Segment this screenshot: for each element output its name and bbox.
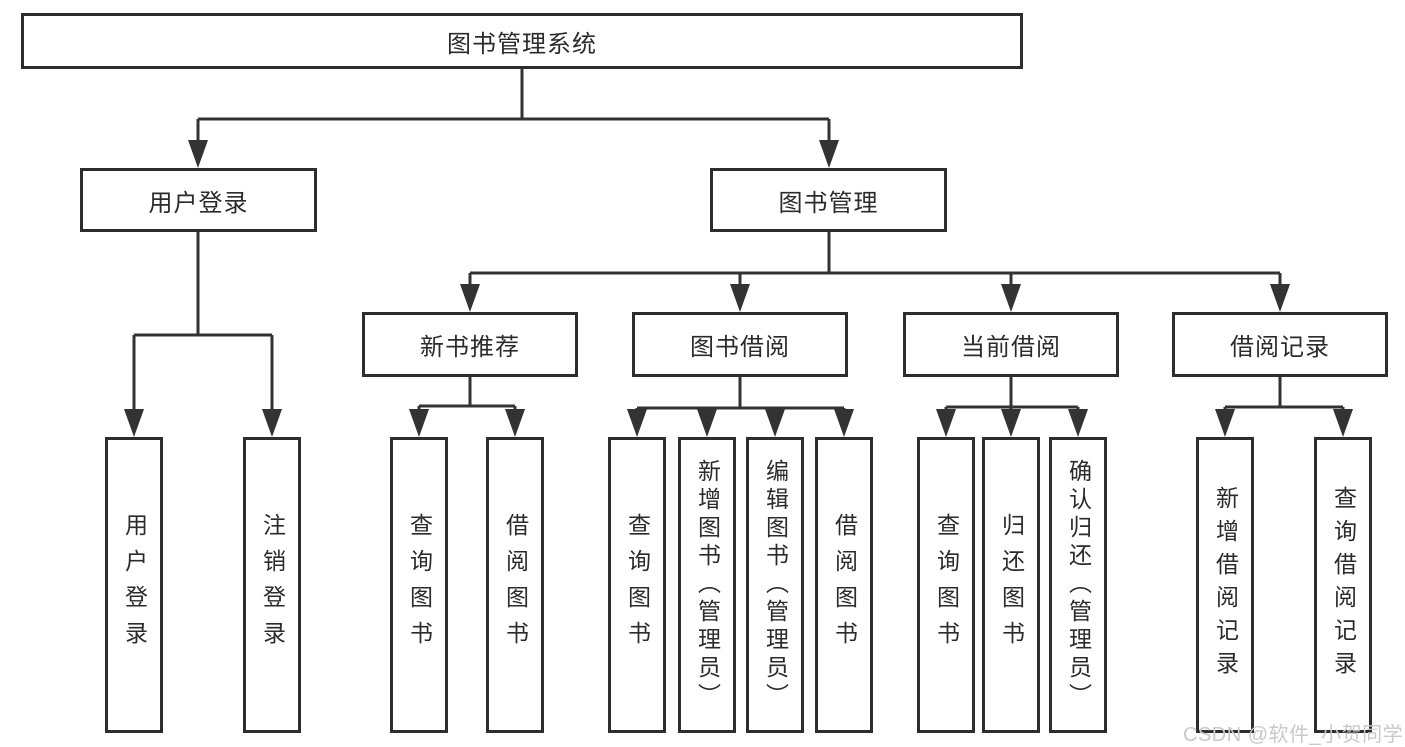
node-new-book-recommend-label: 新书推荐 [420, 334, 520, 361]
leaf-query-books-1-label: 查询图书 [406, 513, 433, 657]
node-current-borrow-label: 当前借阅 [961, 334, 1061, 361]
leaf-query-books-3: 查询图书 [917, 437, 975, 733]
leaf-query-books-3-label: 查询图书 [933, 513, 960, 657]
leaf-query-books-2: 查询图书 [608, 437, 666, 733]
node-borrow-records-label: 借阅记录 [1230, 334, 1330, 361]
node-borrow-records: 借阅记录 [1172, 312, 1388, 377]
leaf-query-borrow-record: 查询借阅记录 [1314, 437, 1372, 733]
leaf-edit-books-admin-label: 编辑图书（管理员） [762, 459, 789, 711]
leaf-logout-label: 注销登录 [259, 513, 286, 657]
node-book-borrow: 图书借阅 [632, 312, 848, 377]
leaf-return-books: 归还图书 [982, 437, 1040, 733]
leaf-confirm-return-admin-label: 确认归还（管理员） [1065, 459, 1092, 711]
leaf-confirm-return-admin: 确认归还（管理员） [1049, 437, 1107, 733]
leaf-user-login-label: 用户登录 [121, 513, 148, 657]
leaf-add-books-admin: 新增图书（管理员） [678, 437, 736, 733]
leaf-user-login: 用户登录 [105, 437, 163, 733]
node-root: 图书管理系统 [21, 13, 1023, 69]
leaf-query-borrow-record-label: 查询借阅记录 [1330, 486, 1357, 684]
leaf-borrow-books-2: 借阅图书 [815, 437, 873, 733]
node-root-label: 图书管理系统 [447, 30, 597, 58]
leaf-add-books-admin-label: 新增图书（管理员） [694, 459, 721, 711]
leaf-borrow-books-1-label: 借阅图书 [502, 513, 529, 657]
node-book-management: 图书管理 [710, 168, 947, 232]
leaf-return-books-label: 归还图书 [998, 513, 1025, 657]
node-user-login: 用户登录 [80, 168, 317, 232]
node-current-borrow: 当前借阅 [903, 312, 1119, 377]
node-book-management-label: 图书管理 [778, 189, 879, 217]
leaf-query-books-2-label: 查询图书 [624, 513, 651, 657]
leaf-borrow-books-2-label: 借阅图书 [831, 513, 858, 657]
node-book-borrow-label: 图书借阅 [690, 334, 790, 361]
leaf-add-borrow-record: 新增借阅记录 [1196, 437, 1254, 733]
leaf-add-borrow-record-label: 新增借阅记录 [1212, 486, 1239, 684]
leaf-edit-books-admin: 编辑图书（管理员） [746, 437, 804, 733]
leaf-query-books-1: 查询图书 [390, 437, 448, 733]
node-new-book-recommend: 新书推荐 [362, 312, 578, 377]
leaf-borrow-books-1: 借阅图书 [486, 437, 544, 733]
node-user-login-label: 用户登录 [148, 189, 249, 217]
leaf-logout: 注销登录 [243, 437, 301, 733]
csdn-watermark: CSDN @软件_小贺同学 [1183, 724, 1404, 746]
